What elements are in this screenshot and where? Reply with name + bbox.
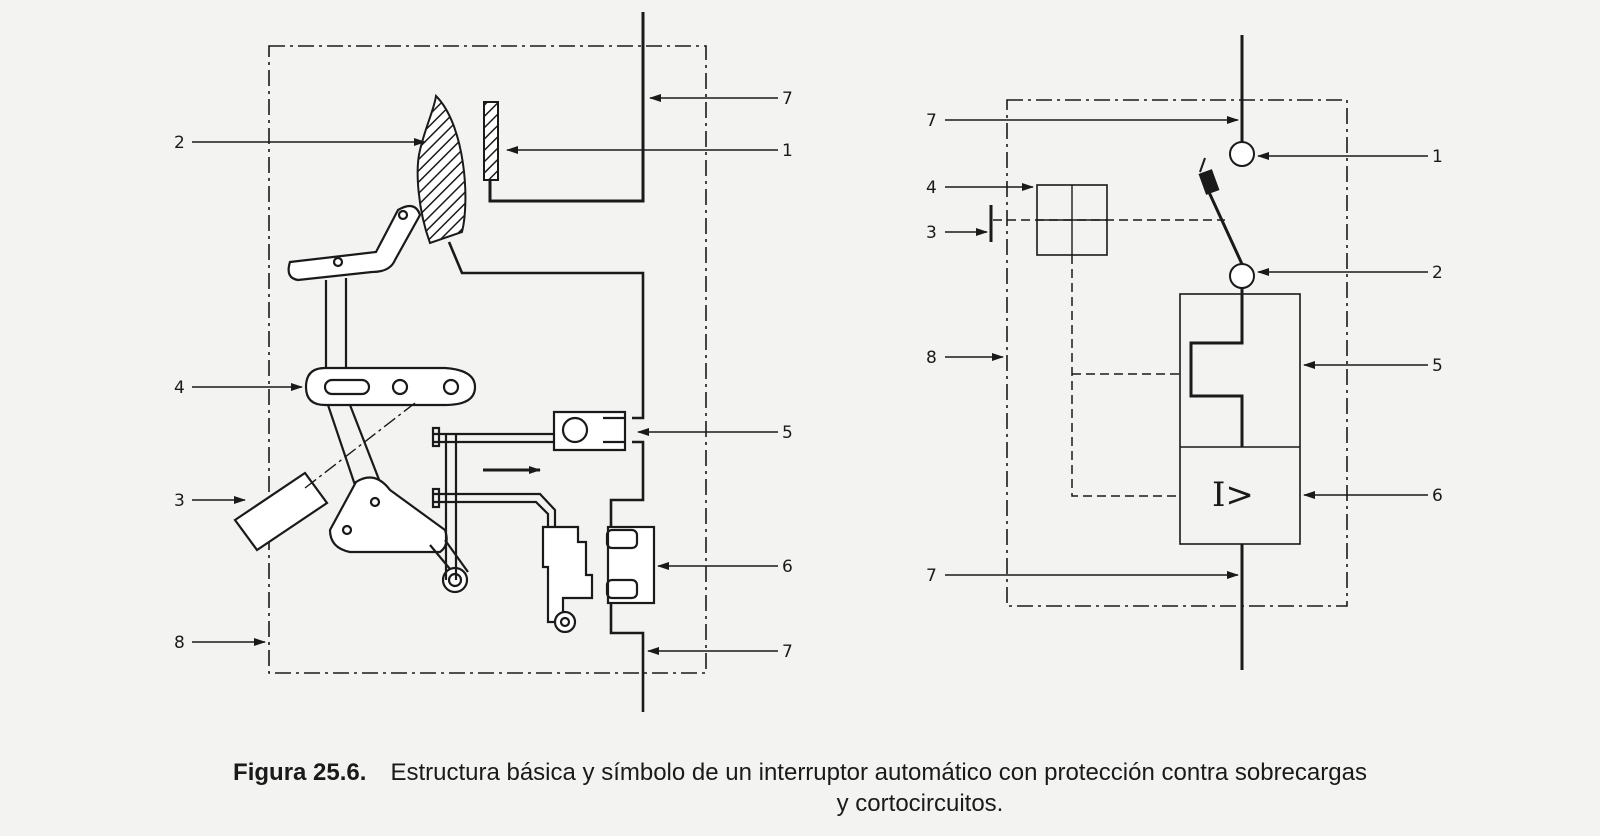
moving-contact [416,93,467,245]
caption-line-1: Estructura básica y símbolo de un interr… [390,759,1367,786]
contact-arm [287,204,422,282]
enclosure-outline [268,45,707,674]
right-label-6: 6 [1432,486,1443,506]
armature-roller-inner [559,616,571,628]
top-terminal-conductor [488,12,645,203]
left-label-5: 5 [782,423,793,443]
cam-pivot [369,496,381,508]
vertical-link [324,278,348,372]
figure-caption: Figura 25.6. Estructura básica y símbolo … [0,757,1600,819]
right-number-labels: 7 1 4 3 2 8 5 6 7 [926,111,1443,586]
breaker-structure-diagram [192,12,778,712]
right-label-1: 1 [1432,147,1443,167]
symbol-enclosure [1006,99,1348,607]
latch-pin [391,378,409,396]
trip-cam [328,476,448,554]
operating-handle [233,471,329,552]
internal-conductor-lower [609,440,645,712]
right-label-2: 2 [1432,263,1443,283]
left-label-2: 2 [174,133,185,153]
rod-end-upper [431,426,441,448]
fixed-contact [483,101,499,181]
handle-axis [304,402,416,489]
left-number-labels: 7 1 2 4 5 3 6 8 7 [174,89,793,662]
symbol-trip-link [1071,255,1180,497]
right-label-4: 4 [926,178,937,198]
armature-roller [553,610,577,634]
trip-rod-upper [433,432,553,444]
latch-plate [304,366,477,407]
left-label-1: 1 [782,141,793,161]
right-label-7-bottom: 7 [926,566,937,586]
rod-end-lower [431,487,441,509]
trip-rod-lower [433,492,557,526]
cam-pivot-low [341,524,353,536]
breaker-symbol-diagram [945,35,1428,670]
symbol-fixed-terminal [1229,141,1255,167]
left-leaders [192,94,778,655]
symbol-moving-terminal [1229,263,1255,289]
caption-line-2: y cortocircuitos. [836,790,1004,817]
left-label-6: 6 [782,557,793,577]
internal-conductor [447,241,645,420]
right-label-7-top: 7 [926,111,937,131]
magnetic-armature [541,525,594,624]
symbol-protection-box [1179,293,1301,545]
symbol-thermal-element [1189,294,1244,447]
right-label-8: 8 [926,348,937,368]
symbol-switch-tip [1198,169,1220,195]
right-label-5: 5 [1432,356,1443,376]
arm-pivot-top [397,209,409,221]
latch-slot [323,378,371,396]
coil-bottom [605,578,639,600]
right-leaders [945,116,1428,579]
arm-pivot [332,256,344,268]
bimetal-element [561,416,589,444]
left-label-4: 4 [174,378,185,398]
left-label-3: 3 [174,491,185,511]
symbol-switch-blade [1206,189,1244,265]
symbol-overcurrent-text: I> [1212,475,1254,515]
figure-number: Figura 25.6. [233,759,367,786]
symbol-switch-stub [1199,157,1206,173]
right-label-3: 3 [926,223,937,243]
left-label-7-bottom: 7 [782,642,793,662]
left-label-7-top: 7 [782,89,793,109]
bimetal-clip [603,416,625,444]
coil-frame [606,525,656,605]
coil-top [605,528,639,550]
latch-pin-right [442,378,460,396]
trip-rod-frame [444,434,458,580]
left-label-8: 8 [174,633,185,653]
